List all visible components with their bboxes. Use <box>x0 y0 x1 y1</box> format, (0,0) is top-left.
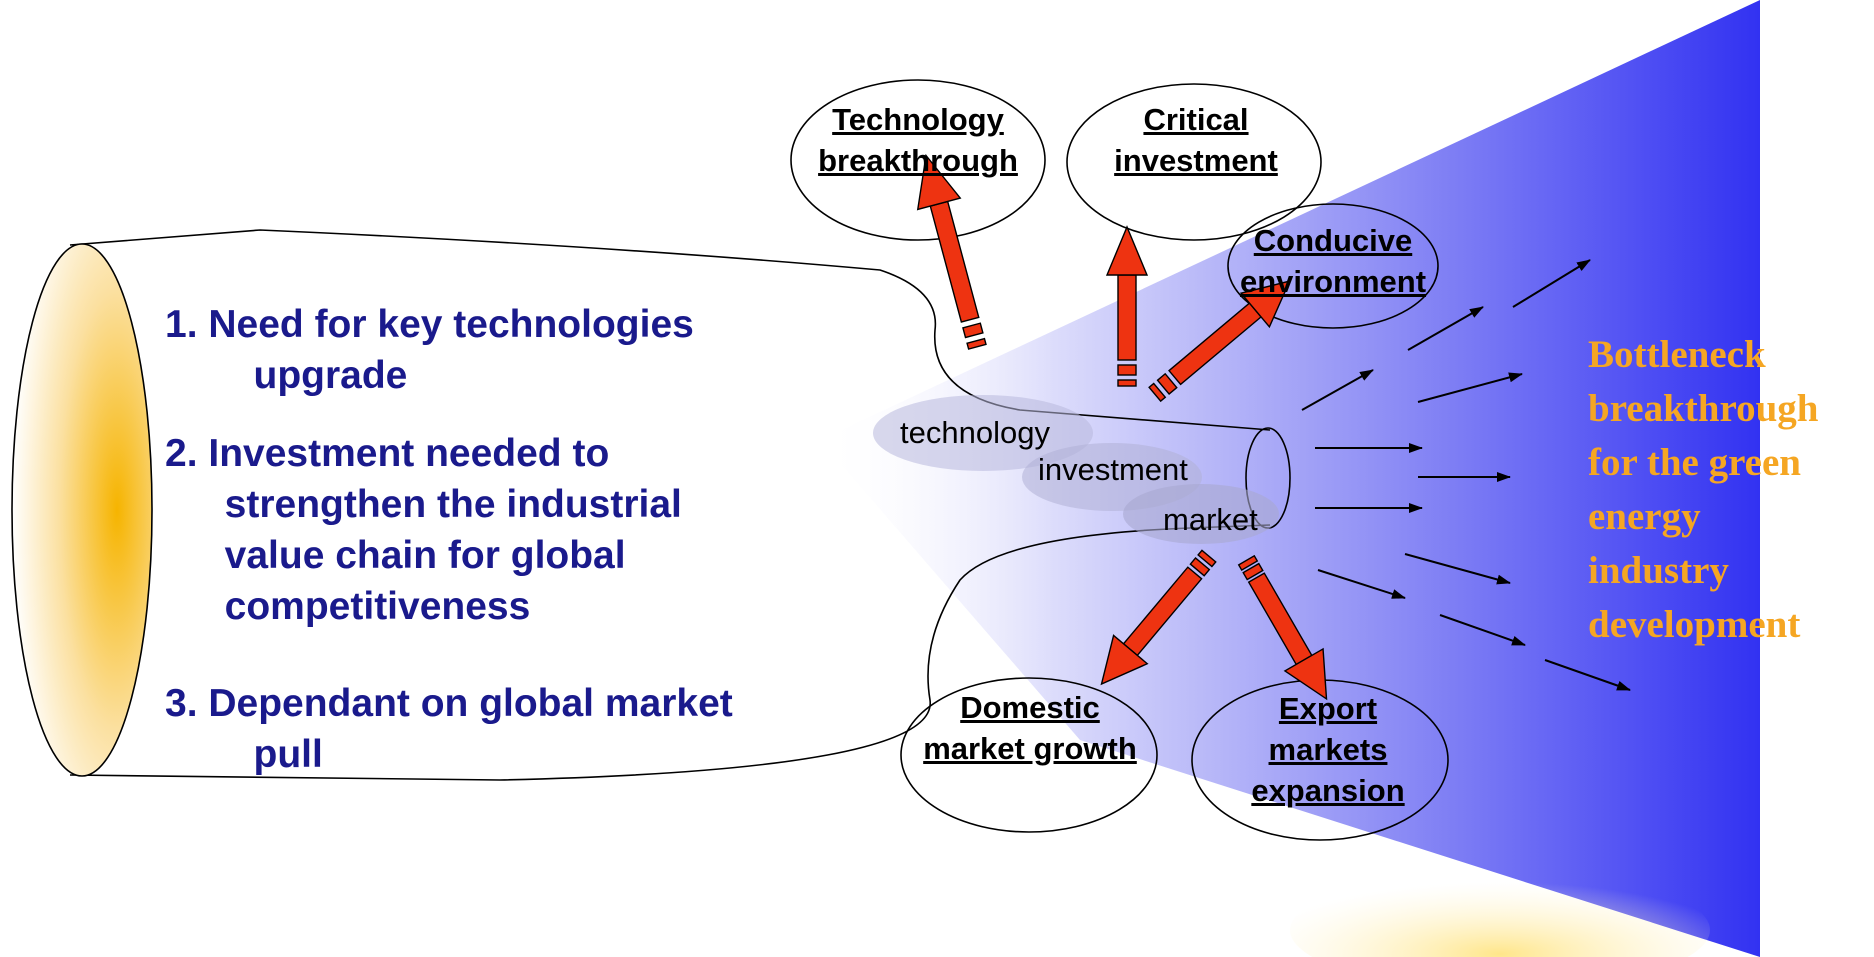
technology-label: technology <box>900 415 1050 450</box>
technology-oval <box>873 395 1093 471</box>
conducive-environment-label: Conducive environment <box>1239 223 1427 299</box>
arrow-to-critical-investment <box>1105 225 1149 387</box>
result-line-4: energy <box>1588 495 1701 538</box>
need-3-line-2: pull <box>221 733 323 776</box>
need-2: 2. Investment needed to strengthen the i… <box>165 428 682 632</box>
investment-label: investment <box>1038 452 1188 487</box>
tube-cap <box>11 243 153 777</box>
critical-investment-bubble <box>1066 83 1322 241</box>
result-line-6: development <box>1588 603 1801 646</box>
need-2-line-2: strengthen the industrial <box>203 483 682 526</box>
need-2-line-1: 2. Investment needed to <box>165 432 610 475</box>
critical-investment-label: Critical investment <box>1114 102 1278 178</box>
arrow-to-technology-breakthrough <box>916 153 987 350</box>
sun-decoration <box>1290 870 1710 957</box>
arrow-to-domestic-market-growth <box>1100 549 1217 686</box>
technology-breakthrough-label: Technology breakthrough <box>818 102 1018 178</box>
need-3-line-1: 3. Dependant on global market <box>165 682 733 725</box>
domestic-market-growth-label: Domestic market growth <box>923 690 1137 766</box>
need-1-line-1: 1. Need for key technologies <box>165 303 694 346</box>
thin-arrows <box>1301 259 1631 691</box>
market-label: market <box>1163 502 1258 537</box>
arrow-to-conducive-environment <box>1148 280 1291 403</box>
result-line-5: industry <box>1588 549 1729 592</box>
result-line-1: Bottleneck <box>1588 333 1766 376</box>
need-1: 1. Need for key technologies upgrade <box>165 299 694 401</box>
need-3: 3. Dependant on global market pull <box>165 678 733 780</box>
need-2-line-4: competitiveness <box>203 585 531 628</box>
export-markets-expansion-label: Export markets expansion <box>1251 691 1405 808</box>
need-1-line-2: upgrade <box>221 354 408 397</box>
result-text: Bottleneck breakthrough for the green en… <box>1588 328 1874 652</box>
market-oval <box>1123 484 1279 544</box>
conducive-environment-bubble <box>1227 203 1439 329</box>
need-2-line-3: value chain for global <box>203 534 626 577</box>
result-line-3: for the green <box>1588 441 1801 484</box>
result-line-2: breakthrough <box>1588 387 1819 430</box>
technology-breakthrough-bubble <box>790 79 1046 241</box>
tube-outline <box>69 229 1271 781</box>
domestic-market-growth-bubble <box>900 677 1158 833</box>
arrow-to-export-markets-expansion <box>1237 554 1328 701</box>
red-arrows <box>916 153 1328 701</box>
